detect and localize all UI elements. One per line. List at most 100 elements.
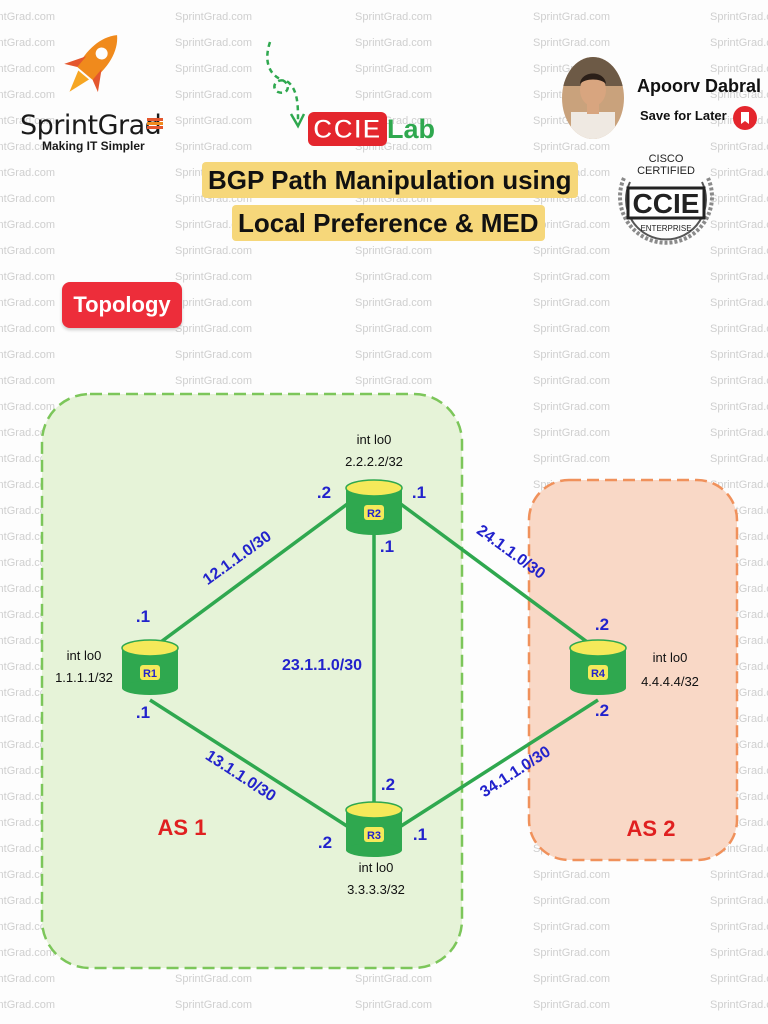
link-r3-r4 [397,698,599,830]
watermark-text: SprintGrad.com [710,453,768,465]
save-for-later-label[interactable]: Save for Later [640,108,727,123]
watermark-text: SprintGrad.com [710,375,768,387]
watermark-text: SprintGrad.com [175,89,252,101]
watermark-text: SprintGrad.com [0,375,55,387]
watermark-text: SprintGrad.com [710,245,768,257]
page-title-line2: Local Preference & MED [232,205,545,241]
watermark-text: SprintGrad.com [0,349,55,361]
router-r2: R2 [345,479,403,535]
watermark-text: SprintGrad.com [710,323,768,335]
watermark-text: SprintGrad.com [175,973,252,985]
watermark-text: SprintGrad.com [355,245,432,257]
watermark-text: SprintGrad.com [355,297,432,309]
watermark-text: SprintGrad.com [175,63,252,75]
watermark-text: SprintGrad.com [355,89,432,101]
watermark-text: SprintGrad.com [0,11,55,23]
router-r1-label: R1 [143,668,157,680]
watermark-text: SprintGrad.com [533,297,610,309]
watermark-text: SprintGrad.com [175,115,252,127]
r4-loopback-ip: 4.4.4.4/32 [641,674,699,689]
watermark-text: SprintGrad.com [533,869,610,881]
watermark-text: SprintGrad.com [0,219,55,231]
watermark-text: SprintGrad.com [533,427,610,439]
router-r1: R1 [121,639,179,695]
watermark-text: SprintGrad.com [710,921,768,933]
watermark-text: SprintGrad.com [0,921,55,933]
r4-loopback-title: int lo0 [653,650,688,665]
cert-cisco: CISCO [649,153,684,165]
ccie-certified-emblem: CISCO CERTIFIED CCIE ENTERPRISE [618,153,714,245]
iface-r3-to-r2: .2 [381,775,395,794]
watermark-text: SprintGrad.com [0,167,55,179]
watermark-text: SprintGrad.com [710,999,768,1011]
router-r3-label: R3 [367,830,381,842]
page-title-line1: BGP Path Manipulation using [202,162,578,198]
watermark-text: SprintGrad.com [175,141,252,153]
watermark-text: SprintGrad.com [175,999,252,1011]
as2-label: AS 2 [627,816,676,841]
watermark-text: SprintGrad.com [0,89,55,101]
router-r4-label: R4 [591,668,606,680]
watermark-text: SprintGrad.com [0,63,55,75]
watermark-text: SprintGrad.com [355,37,432,49]
watermark-text: SprintGrad.com [533,973,610,985]
rocket-icon [64,35,118,93]
watermark-text: SprintGrad.com [710,63,768,75]
watermark-text: SprintGrad.com [533,401,610,413]
watermark-text: SprintGrad.com [710,271,768,283]
watermark-text: SprintGrad.com [355,349,432,361]
watermark-text: SprintGrad.com [533,453,610,465]
iface-r1-to-r3: .1 [136,703,150,722]
link-r2-r4 [396,500,600,652]
watermark-text: SprintGrad.com [355,973,432,985]
r2-loopback-title: int lo0 [357,432,392,447]
cert-certified: CERTIFIED [637,165,695,177]
as2-zone [527,478,739,862]
watermark-text: SprintGrad.com [710,973,768,985]
iface-r2-to-r3: .1 [380,537,394,556]
watermark-text: SprintGrad.com [533,323,610,335]
watermark-text: SprintGrad.com [533,11,610,23]
watermark-text: SprintGrad.com [533,141,610,153]
subnet-r2-r3: 23.1.1.0/30 [282,657,362,674]
iface-r2-to-r1: .2 [317,483,331,502]
watermark-text: SprintGrad.com [0,427,55,439]
watermark-text: SprintGrad.com [175,297,252,309]
cert-ccie: CCIE [633,188,700,219]
watermark-text: SprintGrad.com [0,401,55,413]
watermark-text: SprintGrad.com [175,11,252,23]
watermark-text: SprintGrad.com [710,401,768,413]
r1-loopback-ip: 1.1.1.1/32 [55,670,113,685]
iface-r4-to-r2: .2 [595,615,609,634]
watermark-text: SprintGrad.com [355,63,432,75]
watermark-text: SprintGrad.com [0,245,55,257]
brand-tagline: Making IT Simpler [42,139,145,153]
watermark-text: SprintGrad.com [710,37,768,49]
watermark-text: SprintGrad.com [175,323,252,335]
watermark-text: SprintGrad.com [0,115,55,127]
watermark-text: SprintGrad.com [0,141,55,153]
watermark-text: SprintGrad.com [533,921,610,933]
watermark-text: SprintGrad.com [533,349,610,361]
watermark-text: SprintGrad.com [355,999,432,1011]
bookmark-icon[interactable] [732,105,758,131]
watermark-text: SprintGrad.com [533,947,610,959]
watermark-text: SprintGrad.com [355,375,432,387]
watermark-text: SprintGrad.com [175,349,252,361]
watermark-text: SprintGrad.com [533,999,610,1011]
watermark-text: SprintGrad.com [175,375,252,387]
watermark-text: SprintGrad.com [710,297,768,309]
watermark-text: SprintGrad.com [0,323,55,335]
iface-r1-to-r2: .1 [136,607,150,626]
watermark-text: SprintGrad.com [0,973,55,985]
r2-loopback-ip: 2.2.2.2/32 [345,454,403,469]
as1-label: AS 1 [158,815,207,840]
watermark-text: SprintGrad.com [710,219,768,231]
watermark-text: SprintGrad.com [0,37,55,49]
iface-r3-to-r1: .2 [318,833,332,852]
watermark-text: SprintGrad.com [175,37,252,49]
watermark-text: SprintGrad.com [533,895,610,907]
ccie-badge: CCIE [308,112,387,146]
watermark-text: SprintGrad.com [175,271,252,283]
lab-badge: Lab [387,114,436,144]
